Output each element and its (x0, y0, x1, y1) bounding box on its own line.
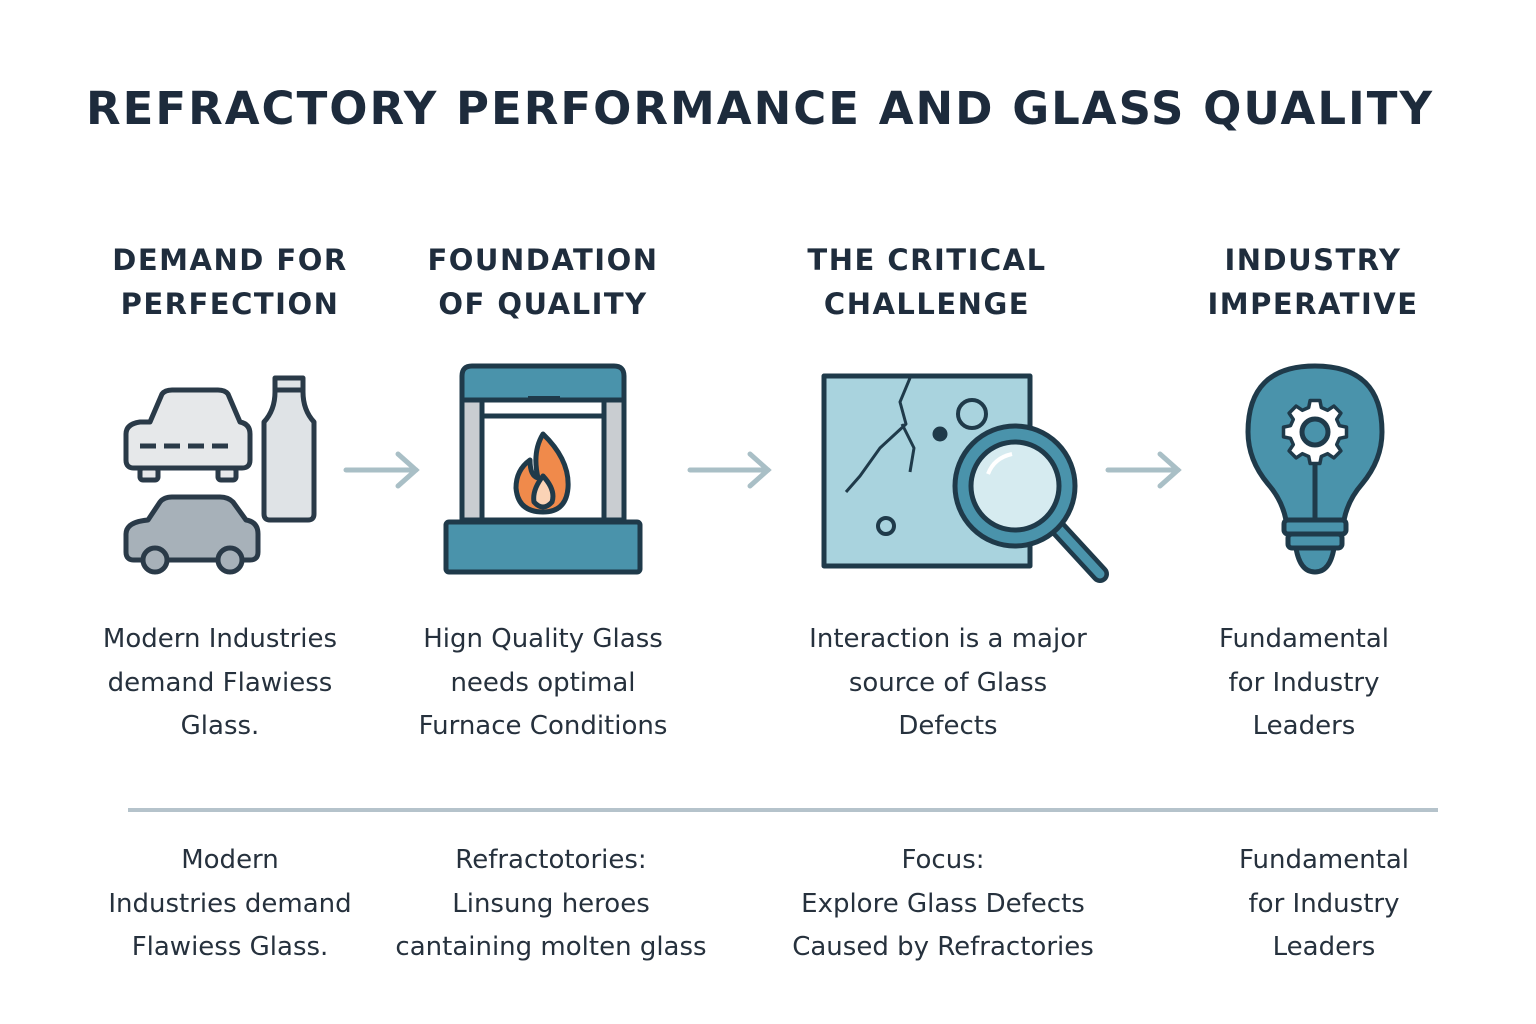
footer-foundation-of-quality: Refractotories: Linsung heroes cantainin… (381, 839, 721, 970)
heading-demand-for-perfection: DEMAND FOR PERFECTION (60, 238, 400, 326)
arrow-right-icon (687, 451, 772, 489)
footer-line: Explore Glass Defects (801, 888, 1085, 919)
heading-line: FOUNDATION (427, 243, 659, 277)
furnace-flame-icon (443, 363, 643, 575)
footer-line: Caused by Refractories (792, 932, 1094, 962)
heading-line: OF QUALITY (438, 287, 648, 321)
footer-line: Focus: (901, 845, 985, 875)
footer-line: Modern (181, 845, 279, 875)
description-line: for Industry (1228, 667, 1380, 698)
cracked-glass-magnifier-icon (821, 373, 1109, 583)
footer-line: Flawiess Glass. (131, 932, 329, 962)
heading-line: INDUSTRY (1224, 243, 1402, 277)
footer-line: Industries demand (108, 888, 352, 919)
description-line: Modern Industries (102, 624, 338, 654)
page-title: REFRACTORY PERFORMANCE AND GLASS QUALITY (85, 82, 1435, 135)
description-foundation-of-quality: Hign Quality Glass needs optimal Furnace… (373, 618, 713, 749)
footer-line: Fundamental (1238, 845, 1410, 875)
description-line: demand Flawiess (107, 667, 333, 698)
description-industry-imperative: Fundamental for Industry Leaders (1134, 618, 1474, 749)
heading-line: DEMAND FOR (112, 243, 348, 277)
footer-line: cantaining molten glass (395, 932, 707, 962)
description-line: Interaction is a major (809, 624, 1087, 654)
heading-line: THE CRITICAL (807, 243, 1047, 277)
cars-and-bottle-icon (123, 375, 317, 575)
heading-line: IMPERATIVE (1207, 287, 1419, 321)
footer-line: for Industry (1248, 888, 1400, 919)
description-line: Furnace Conditions (418, 711, 668, 741)
divider (128, 808, 1438, 812)
footer-the-critical-challenge: Focus: Explore Glass Defects Caused by R… (773, 839, 1113, 970)
lightbulb-gear-icon (1245, 363, 1385, 575)
heading-line: CHALLENGE (823, 287, 1031, 321)
heading-industry-imperative: INDUSTRY IMPERATIVE (1143, 238, 1483, 326)
footer-line: Leaders (1272, 932, 1376, 962)
heading-the-critical-challenge: THE CRITICAL CHALLENGE (757, 238, 1097, 326)
arrow-right-icon (1105, 451, 1182, 489)
footer-line: Refractotories: (455, 845, 647, 875)
description-line: Hign Quality Glass (423, 624, 663, 654)
description-line: needs optimal (450, 667, 636, 698)
description-the-critical-challenge: Interaction is a major source of Glass D… (778, 618, 1118, 749)
description-line: Defects (898, 711, 998, 741)
heading-foundation-of-quality: FOUNDATION OF QUALITY (373, 238, 713, 326)
footer-demand-for-perfection: Modern Industries demand Flawiess Glass. (60, 839, 400, 970)
description-line: Fundamental (1218, 624, 1390, 654)
footer-industry-imperative: Fundamental for Industry Leaders (1154, 839, 1494, 970)
footer-line: Linsung heroes (452, 888, 650, 919)
description-line: source of Glass (848, 667, 1048, 698)
arrow-right-icon (343, 451, 420, 489)
description-demand-for-perfection: Modern Industries demand Flawiess Glass. (50, 618, 390, 749)
description-line: Leaders (1252, 711, 1356, 741)
heading-line: PERFECTION (120, 287, 340, 321)
description-line: Glass. (180, 711, 260, 741)
